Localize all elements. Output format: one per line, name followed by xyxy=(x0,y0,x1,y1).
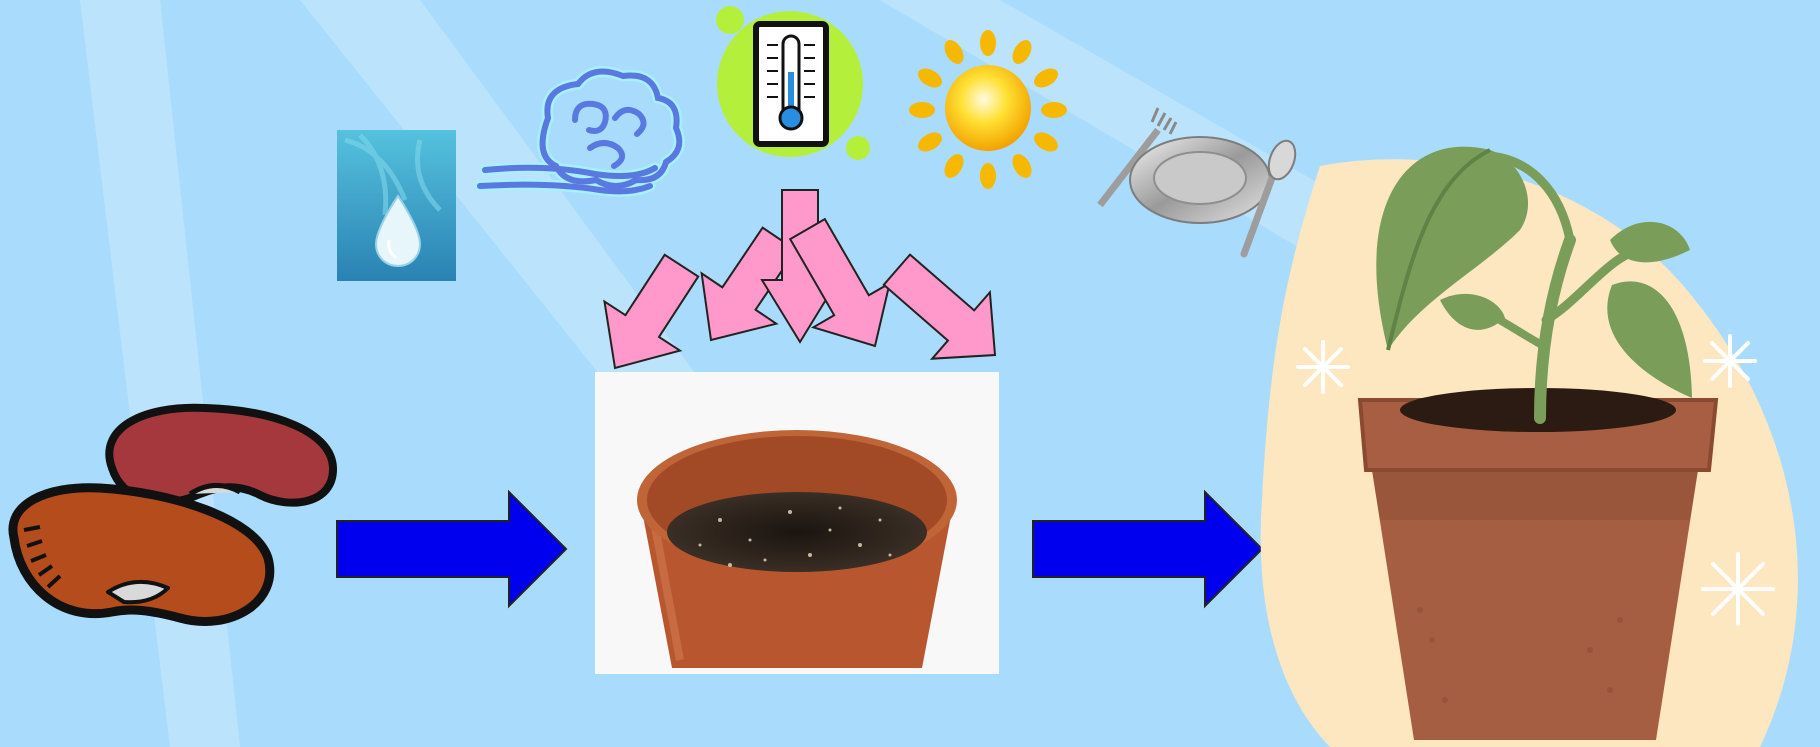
bean-seeds-icon xyxy=(13,408,333,622)
thermometer-icon xyxy=(716,6,870,160)
potted-plant-icon xyxy=(1261,147,1798,747)
blue-arrow-soil-to-plant xyxy=(1033,492,1262,606)
soil-pot-photo xyxy=(595,372,999,674)
pink-arrow-food xyxy=(868,237,1024,389)
blue-arrow-seed-to-soil xyxy=(337,492,566,606)
water-drop-icon xyxy=(337,130,456,281)
